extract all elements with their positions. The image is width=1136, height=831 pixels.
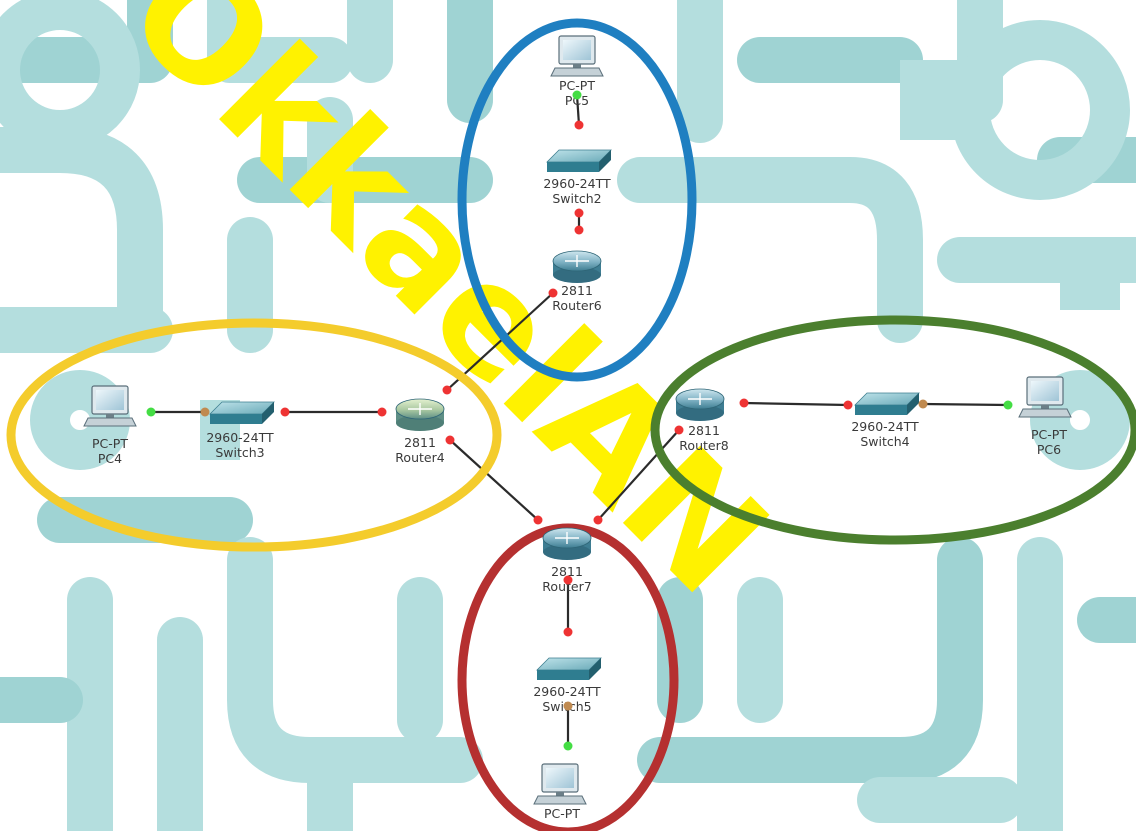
switch-icon <box>546 149 612 172</box>
port-indicator <box>918 399 928 409</box>
background-stroke <box>637 537 983 783</box>
background-block <box>1060 250 1120 310</box>
router6-name-label: Router6 <box>552 298 601 313</box>
port-indicator <box>533 515 543 525</box>
link-router8-router7[interactable] <box>597 429 680 521</box>
port-indicator <box>739 398 749 408</box>
pc6-name-label: PC6 <box>1037 442 1061 457</box>
router7-name-label: Router7 <box>542 579 591 594</box>
switch2-model-label: 2960-24TT <box>543 176 611 191</box>
port-indicator <box>563 575 573 585</box>
port-indicator <box>1003 400 1013 410</box>
router8-model-label: 2811 <box>688 423 720 438</box>
pc4-model-label: PC-PT <box>92 436 128 451</box>
pc6-model-label: PC-PT <box>1031 427 1067 442</box>
router-icon <box>542 527 592 560</box>
port-indicator <box>574 120 584 130</box>
port-indicator <box>563 741 573 751</box>
background-stroke <box>227 537 483 783</box>
background-ring <box>0 0 140 150</box>
background-stroke <box>0 0 173 83</box>
router4-name-label: Router4 <box>395 450 444 465</box>
port-indicator <box>563 627 573 637</box>
router7-model-label: 2811 <box>551 564 583 579</box>
router4-model-label: 2811 <box>404 435 436 450</box>
port-indicator <box>200 407 210 417</box>
router-icon <box>675 388 725 421</box>
background-stroke <box>617 157 923 343</box>
pc7-device[interactable]: PC-PT <box>533 763 587 821</box>
port-indicator <box>377 407 387 417</box>
pc-icon <box>83 385 137 427</box>
background-stroke <box>207 0 353 83</box>
switch5-model-label: 2960-24TT <box>533 684 601 699</box>
group-ellipse-right <box>650 315 1136 545</box>
link-switch4-pc6[interactable] <box>922 402 1009 407</box>
background-ring <box>1030 370 1130 470</box>
router8-name-label: Router8 <box>679 438 728 453</box>
port-indicator <box>574 208 584 218</box>
port-indicator <box>548 288 558 298</box>
switch-icon <box>536 657 602 680</box>
link-pc5-switch2[interactable] <box>575 94 581 126</box>
link-router4-router7[interactable] <box>449 439 539 521</box>
port-indicator <box>280 407 290 417</box>
ports-layer <box>146 90 1013 751</box>
switch4-name-label: Switch4 <box>860 434 909 449</box>
group-ellipse-top <box>457 18 697 382</box>
port-indicator <box>572 90 582 100</box>
router6-model-label: 2811 <box>561 283 593 298</box>
port-indicator <box>593 515 603 525</box>
pc5-name-label: PC5 <box>565 93 589 108</box>
switch-icon <box>209 401 275 424</box>
pc5-model-label: PC-PT <box>559 78 595 93</box>
switch3-model-label: 2960-24TT <box>206 430 274 445</box>
switch2-name-label: Switch2 <box>552 191 601 206</box>
port-indicator <box>574 225 584 235</box>
port-indicator <box>445 435 455 445</box>
background-stroke <box>0 127 163 353</box>
pc7-model-label: PC-PT <box>544 806 580 821</box>
switch4-model-label: 2960-24TT <box>851 419 919 434</box>
pc4-name-label: PC4 <box>98 451 122 466</box>
link-router8-switch4[interactable] <box>743 401 849 407</box>
port-indicator <box>563 701 573 711</box>
port-indicator <box>442 385 452 395</box>
port-indicator <box>843 400 853 410</box>
port-indicator <box>146 407 156 417</box>
pc-icon <box>533 763 587 805</box>
port-indicator <box>674 425 684 435</box>
router-icon <box>552 250 602 283</box>
devices-layer: PC-PTPC52960-24TTSwitch22811Router6PC-PT… <box>83 35 1072 821</box>
router-icon <box>395 398 445 431</box>
switch-icon <box>854 392 920 415</box>
pc-icon <box>550 35 604 77</box>
background-block <box>900 60 980 140</box>
switch3-name-label: Switch3 <box>215 445 264 460</box>
group-ellipse-left <box>6 318 502 552</box>
pc-icon <box>1018 376 1072 418</box>
